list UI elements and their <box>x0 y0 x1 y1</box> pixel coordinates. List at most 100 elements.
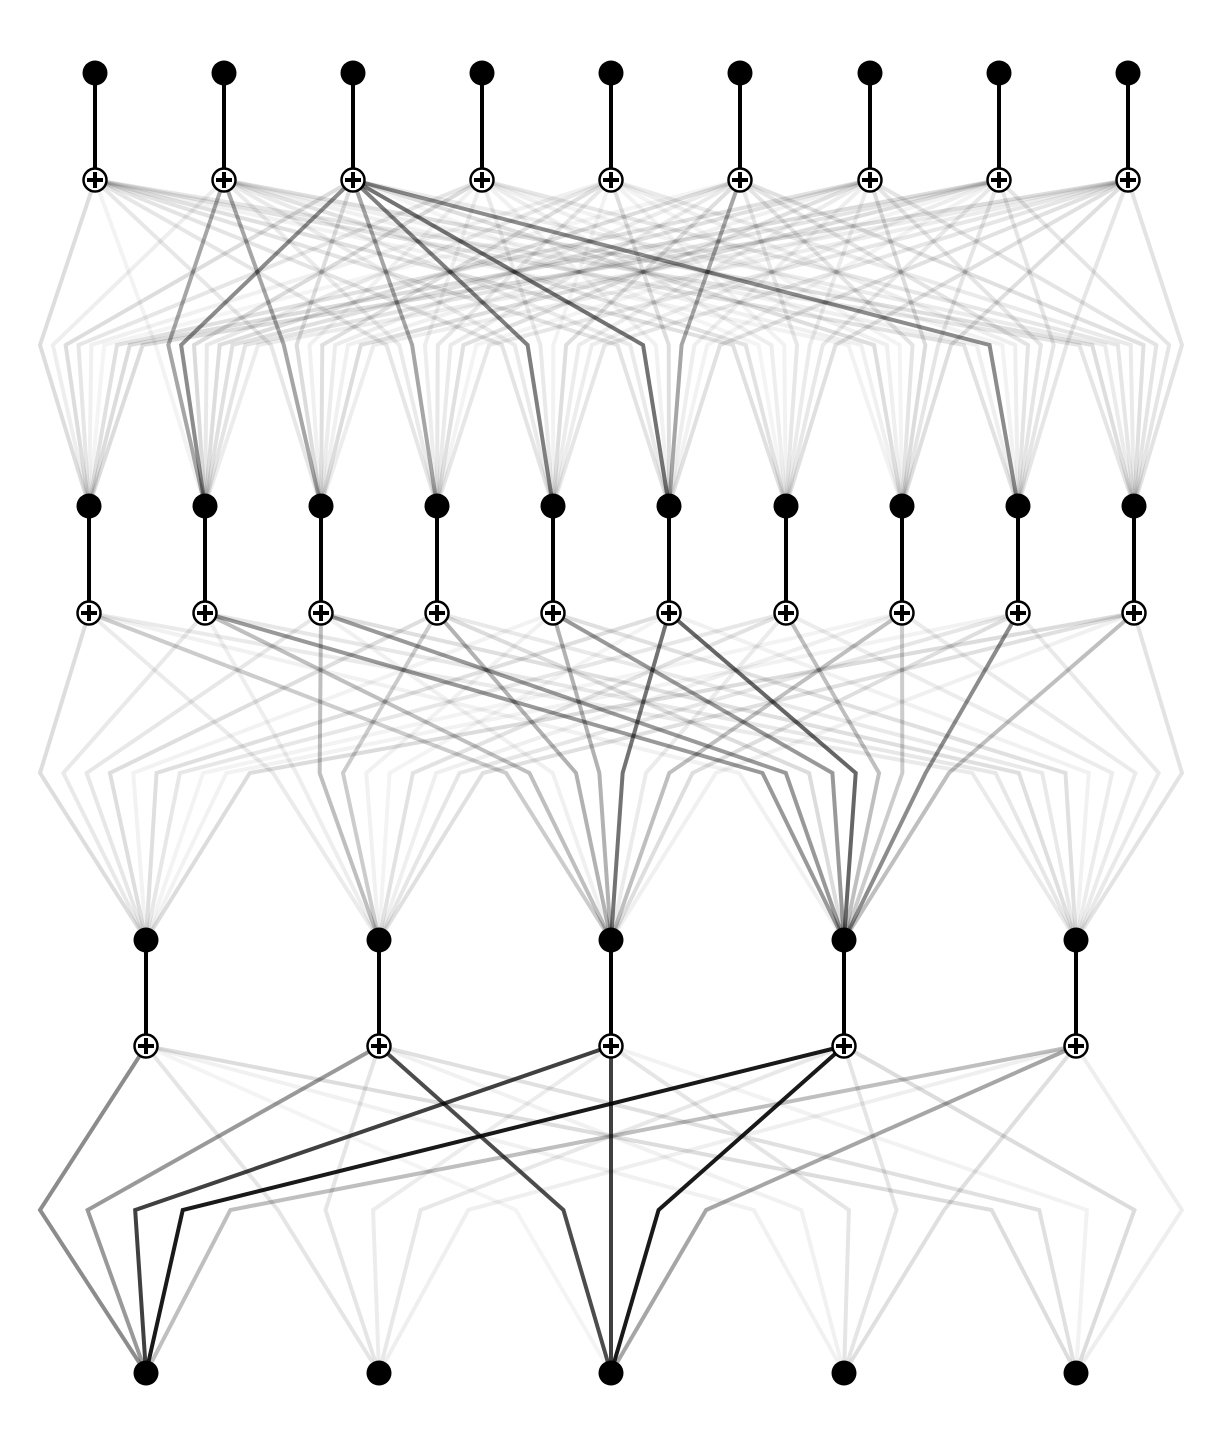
activation-edge <box>371 1044 613 1375</box>
activation-edge <box>76 178 484 508</box>
activation-edge <box>609 1044 851 1375</box>
activation-edge <box>93 178 904 508</box>
activation-edge <box>144 611 1136 942</box>
activation-edge <box>667 178 1001 508</box>
sum-node-icon <box>211 167 237 193</box>
activation-edge <box>738 178 1031 508</box>
neuron-node <box>76 493 102 519</box>
sum-node-icon <box>192 600 218 626</box>
activation-edge <box>1074 1044 1185 1375</box>
activation-edge <box>609 178 1020 508</box>
activation-edge <box>144 611 904 942</box>
activation-edge <box>203 178 742 508</box>
activation-edge <box>351 178 555 508</box>
activation-edge <box>144 1044 1078 1375</box>
activation-edge <box>144 1044 846 1375</box>
activation-edge <box>609 611 904 942</box>
activation-edge <box>203 611 613 942</box>
activation-edge <box>842 1044 1137 1375</box>
activation-edge <box>87 611 846 942</box>
sum-node-icon <box>82 167 108 193</box>
activation-edge <box>1016 178 1130 508</box>
activation-edge <box>784 611 882 942</box>
activation-edge <box>191 178 484 508</box>
sum-node-icon <box>76 600 102 626</box>
activation-edge <box>667 178 1130 508</box>
sum-node-icon <box>540 600 566 626</box>
activation-edge <box>551 178 613 508</box>
activation-edge <box>435 178 613 508</box>
activation-edge <box>319 611 613 942</box>
activation-edge <box>738 178 915 508</box>
activation-edge <box>609 1044 1089 1375</box>
activation-edge <box>63 178 355 508</box>
activation-edge <box>377 611 1020 942</box>
neuron-node <box>192 493 218 519</box>
activation-edge <box>377 1044 846 1375</box>
activation-edge <box>609 1044 846 1375</box>
neuron-node <box>1115 60 1141 86</box>
activation-edge <box>319 611 846 942</box>
activation-edge <box>351 178 904 508</box>
sum-node-icon <box>986 167 1012 193</box>
activation-edge <box>480 178 788 508</box>
neuron-node <box>727 60 753 86</box>
activation-edge <box>551 178 1001 508</box>
activation-edge <box>784 178 872 508</box>
sum-node-icon <box>656 600 682 626</box>
activation-edge <box>87 178 742 508</box>
sum-node-icon <box>773 600 799 626</box>
activation-edge <box>609 178 1136 508</box>
sum-node-icon <box>831 1033 857 1059</box>
activation-edge <box>85 1044 381 1375</box>
activation-edge <box>364 611 555 942</box>
activation-edge <box>131 611 555 942</box>
neuron-node <box>1121 493 1147 519</box>
activation-edge <box>351 178 1020 508</box>
activation-edge <box>868 178 1159 508</box>
activation-edge <box>377 1044 613 1375</box>
activation-edge <box>93 178 1020 508</box>
activation-edge <box>87 178 1001 508</box>
activation-edge <box>203 178 1001 508</box>
neuron-node <box>1063 1360 1089 1386</box>
activation-edge <box>609 178 788 508</box>
activation-edge <box>1016 611 1162 942</box>
activation-edge <box>435 611 1078 942</box>
activation-edge <box>377 611 671 942</box>
activation-edge <box>842 1044 1078 1375</box>
activation-edge <box>222 178 1136 508</box>
activation-edge <box>480 178 555 508</box>
activation-edge <box>323 1044 381 1375</box>
activation-edge <box>551 611 613 942</box>
activation-edge <box>144 611 1020 942</box>
activation-edge <box>609 178 671 508</box>
activation-edge <box>609 611 788 942</box>
activation-edge <box>377 611 904 942</box>
activation-edge <box>144 1044 846 1375</box>
activation-edge <box>222 178 904 508</box>
activation-edge <box>784 611 1115 942</box>
activation-edge <box>60 611 207 942</box>
activation-edge <box>203 611 381 942</box>
activation-edge <box>203 611 1078 942</box>
neuron-node <box>308 493 334 519</box>
activation-edge <box>166 178 226 508</box>
activation-edge <box>144 1044 613 1375</box>
activation-edge <box>307 178 484 508</box>
activation-edge <box>480 178 1020 508</box>
stems-layer <box>76 73 1147 1059</box>
activation-edge <box>435 611 846 942</box>
edges-layer <box>37 178 1185 1375</box>
activation-edge <box>93 178 323 508</box>
activation-edge <box>107 611 439 942</box>
neuron-node <box>831 927 857 953</box>
activation-edge <box>868 178 928 508</box>
sum-node-icon <box>1063 1033 1089 1059</box>
activation-edge <box>319 178 1001 508</box>
sum-node-icon <box>598 167 624 193</box>
activation-edge <box>222 178 323 508</box>
activation-edge <box>319 178 742 508</box>
neuron-node <box>82 60 108 86</box>
